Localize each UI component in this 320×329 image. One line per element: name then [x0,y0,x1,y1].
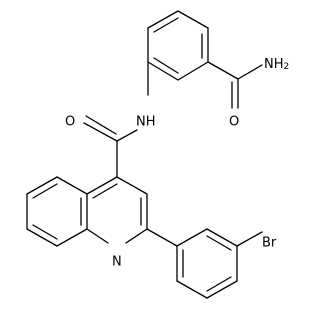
bond [85,115,117,135]
bond [177,10,209,29]
bond [26,228,58,247]
atom-labels: NH O NH2 O N Br [65,57,289,270]
bond [86,176,118,195]
bond [125,228,148,244]
bond [176,280,208,299]
bond [236,231,263,247]
bond [153,17,179,33]
amine-label: NH [136,115,156,130]
bond [116,129,138,142]
bond [237,64,263,80]
bond [147,61,179,81]
bond [206,228,238,247]
carboxamide-h-count-subscript: 2 [284,62,290,72]
bond [32,224,58,240]
amide-oxygen-label: O [65,115,75,130]
bond [177,61,209,81]
bond [207,61,239,80]
bond [56,176,88,195]
bond [86,228,109,244]
chemical-structure-diagram: NH O NH2 O N Br [26,10,289,299]
bond [116,176,148,195]
bond [146,228,178,247]
bonds [26,10,263,299]
bond [32,183,58,199]
carboxamide-nitrogen-label: NH2 [264,57,289,73]
bond [147,10,179,29]
carboxamide-oxygen-label: O [229,115,239,130]
bond [206,235,232,251]
bond [26,176,58,195]
bond [56,228,88,247]
carboxamide-nh-text: NH [264,57,284,72]
bond [92,183,118,199]
bond [176,228,208,247]
bromine-label: Br [262,236,277,251]
quinoline-nitrogen-label: N [112,255,122,270]
bond [83,122,118,142]
bond [153,57,179,74]
bond [206,280,238,299]
bond [206,276,232,292]
